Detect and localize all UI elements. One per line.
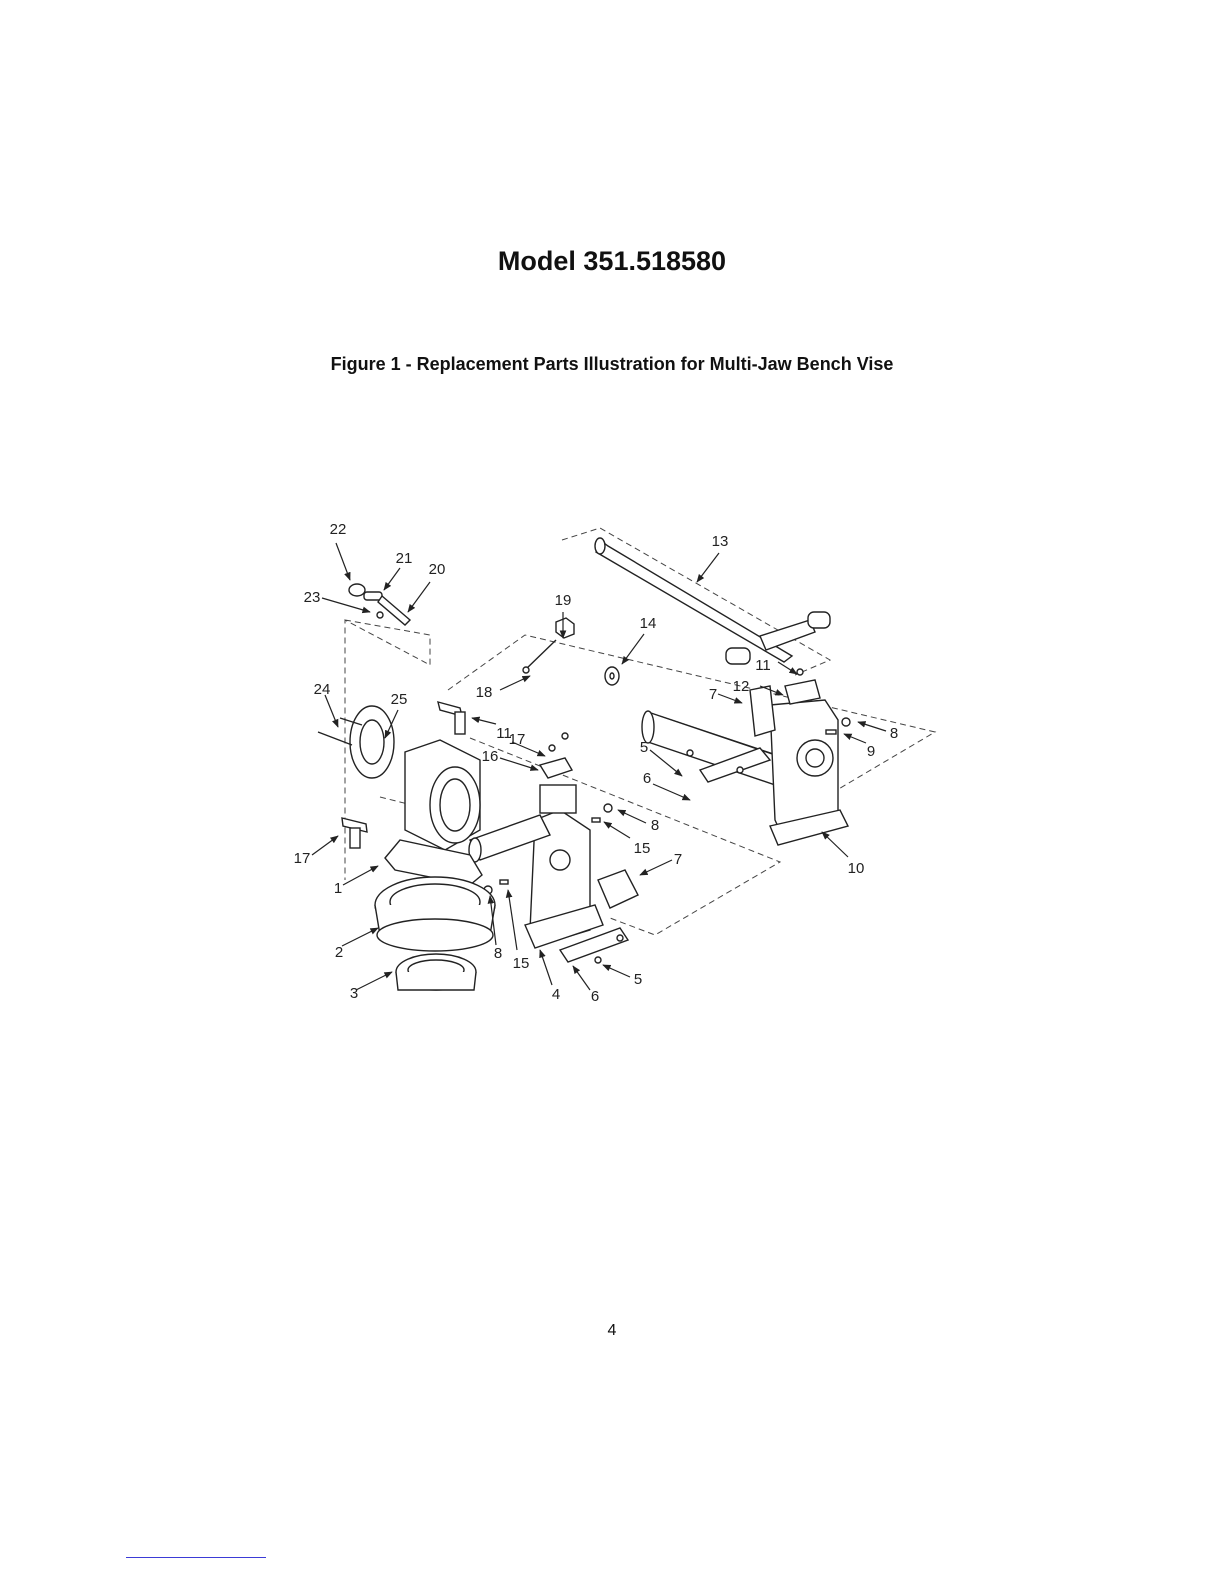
callout-11-rear: 11 [755,657,771,674]
callout-14: 14 [640,615,657,632]
part-14-washer [605,667,619,685]
footnote-rule [126,1557,266,1558]
callout-19: 19 [555,592,572,609]
callout-20: 20 [429,561,446,578]
part-13-handle-screw [595,538,830,664]
callout-18: 18 [476,684,493,701]
callout-8-rear: 8 [890,725,898,742]
callout-4: 4 [552,986,560,1003]
callout-8-front: 8 [651,817,659,834]
callout-10: 10 [848,860,865,877]
callout-6-front: 6 [591,988,599,1005]
callout-12: 12 [733,678,750,695]
callout-9: 9 [867,743,875,760]
page-number: 4 [0,1322,1224,1340]
callout-6-rear: 6 [643,770,651,787]
callout-5-rear: 5 [640,739,648,756]
callout-2: 2 [335,944,343,961]
callout-22: 22 [330,521,347,538]
part-1-swivel-body [385,740,482,885]
callout-25: 25 [391,691,408,708]
part-7-front-jaw-plate [598,870,638,908]
part-18-19-nut-bolt [523,618,574,673]
part-25-swivel-plate [350,706,394,778]
callout-15-upper: 15 [634,840,651,857]
callout-24: 24 [314,681,331,698]
callout-7-front: 7 [674,851,682,868]
callout-8-lower: 8 [494,945,502,962]
part-2-swivel-base [375,877,495,951]
part-7-rear-jaw-plate [750,686,775,736]
callout-5-front: 5 [634,971,642,988]
callout-17-lower: 17 [294,850,311,867]
callout-13: 13 [712,533,729,550]
callout-16: 16 [482,748,499,765]
part-20-23-pin-assembly [349,584,410,625]
callout-23: 23 [304,589,321,606]
part-3-base-ring [396,954,476,990]
callout-7-rear: 7 [709,686,717,703]
callout-11-front: 11 [496,725,512,742]
part-10-rear-jaw-body [642,700,848,845]
callout-1: 1 [334,880,342,897]
callout-21: 21 [396,550,413,567]
part-12-jaw-insert [785,669,820,704]
callout-15-lower: 15 [513,955,530,972]
parts-drawing [318,538,850,990]
callout-3: 3 [350,985,358,1002]
